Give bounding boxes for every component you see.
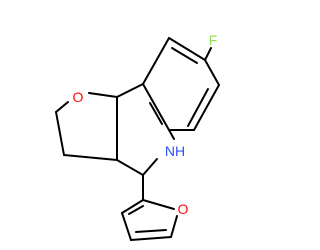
bond-c9-c8 bbox=[168, 37, 206, 61]
bond-c3prime-c2prime-inner bbox=[128, 205, 144, 215]
dihydroquinoline-ring bbox=[116, 83, 175, 176]
bond-c5prime-c4prime-inner bbox=[135, 229, 167, 233]
bond-c5prime-c4prime bbox=[130, 236, 172, 241]
bond-n5-c4a bbox=[168, 129, 175, 140]
bond-c2-c3 bbox=[55, 111, 65, 156]
furan-ring bbox=[121, 174, 178, 241]
bond-c9a-c9 bbox=[142, 37, 170, 85]
benzene-ring bbox=[142, 37, 220, 131]
bond-c4a-c9a-inner bbox=[149, 102, 163, 125]
bond-c9a-c9b bbox=[116, 83, 144, 98]
bond-c3a-c4 bbox=[116, 159, 144, 176]
tetrahydrofuran-ring bbox=[55, 92, 118, 161]
fluorine-label: F bbox=[209, 32, 218, 48]
amine-nitrogen-label: NH bbox=[165, 143, 185, 159]
bond-c3-c3a bbox=[63, 154, 118, 161]
furan-oxygen-label: O bbox=[178, 201, 189, 217]
atom-labels: F O NH O bbox=[73, 32, 218, 217]
bond-c6-c5-inner bbox=[187, 88, 209, 127]
bond-f-c8 bbox=[204, 47, 212, 61]
bond-c9b-o1 bbox=[88, 92, 118, 98]
bond-c3prime-c2prime bbox=[121, 199, 144, 214]
bond-c4a-c9a bbox=[142, 83, 170, 131]
bond-c4-n5 bbox=[142, 158, 158, 176]
molecule-structure: F O NH O bbox=[55, 32, 220, 241]
ring-oxygen-label: O bbox=[73, 89, 84, 105]
bond-c7-c6 bbox=[193, 84, 220, 131]
bond-c8-c7 bbox=[204, 59, 220, 86]
bond-o1prime-c5prime bbox=[170, 215, 178, 238]
bond-c2prime-o1prime bbox=[142, 199, 175, 210]
bond-o1-c2 bbox=[55, 101, 69, 113]
bond-c4prime-c3prime bbox=[121, 212, 132, 241]
bond-c9-c8-inner bbox=[171, 47, 198, 64]
